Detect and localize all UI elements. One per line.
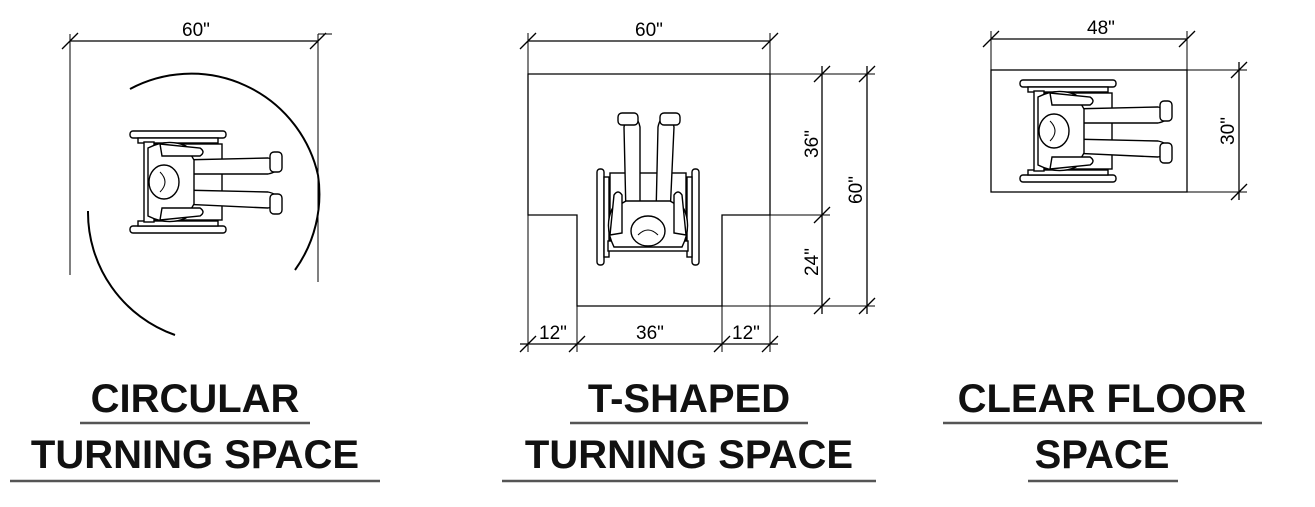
circular-caption-line2: TURNING SPACE [31,433,359,477]
wheelchair-icon [1019,79,1173,183]
clear-floor-space-diagram: 48" 30" CLEAR FLOOR SPACE [943,18,1262,483]
clear-floor-depth-label: 30" [1218,117,1239,145]
t-overall-height-label: 60" [846,176,867,204]
t-left-leg-label: 12" [539,323,567,344]
t-caption-line1: T-SHAPED [588,377,790,421]
circular-turning-space-diagram: 60" CIRCULAR TURNING SPACE [10,20,380,483]
t-lower-height-label: 24" [802,248,823,276]
turning-circle-arc-bottom [86,210,176,336]
clear-floor-outline [990,69,1188,193]
t-upper-height-label: 36" [802,130,823,158]
t-width-label: 60" [635,20,663,41]
t-shaped-turning-space-diagram: 60" 12" 36" 12" 36" 24" 60" T-SHAPED TUR… [502,20,876,483]
turning-circle-arc-top [129,72,319,176]
wheelchair-icon [129,130,283,234]
clear-floor-caption-line1: CLEAR FLOOR [958,377,1247,421]
t-center-label: 36" [636,323,664,344]
circular-width-label: 60" [182,20,210,41]
circular-caption-line1: CIRCULAR [91,377,300,421]
clear-floor-caption-line2: SPACE [1035,433,1170,477]
t-caption-line2: TURNING SPACE [525,433,853,477]
wheelchair-icon [597,113,699,265]
clear-floor-width-label: 48" [1087,18,1115,39]
t-right-leg-label: 12" [732,323,760,344]
